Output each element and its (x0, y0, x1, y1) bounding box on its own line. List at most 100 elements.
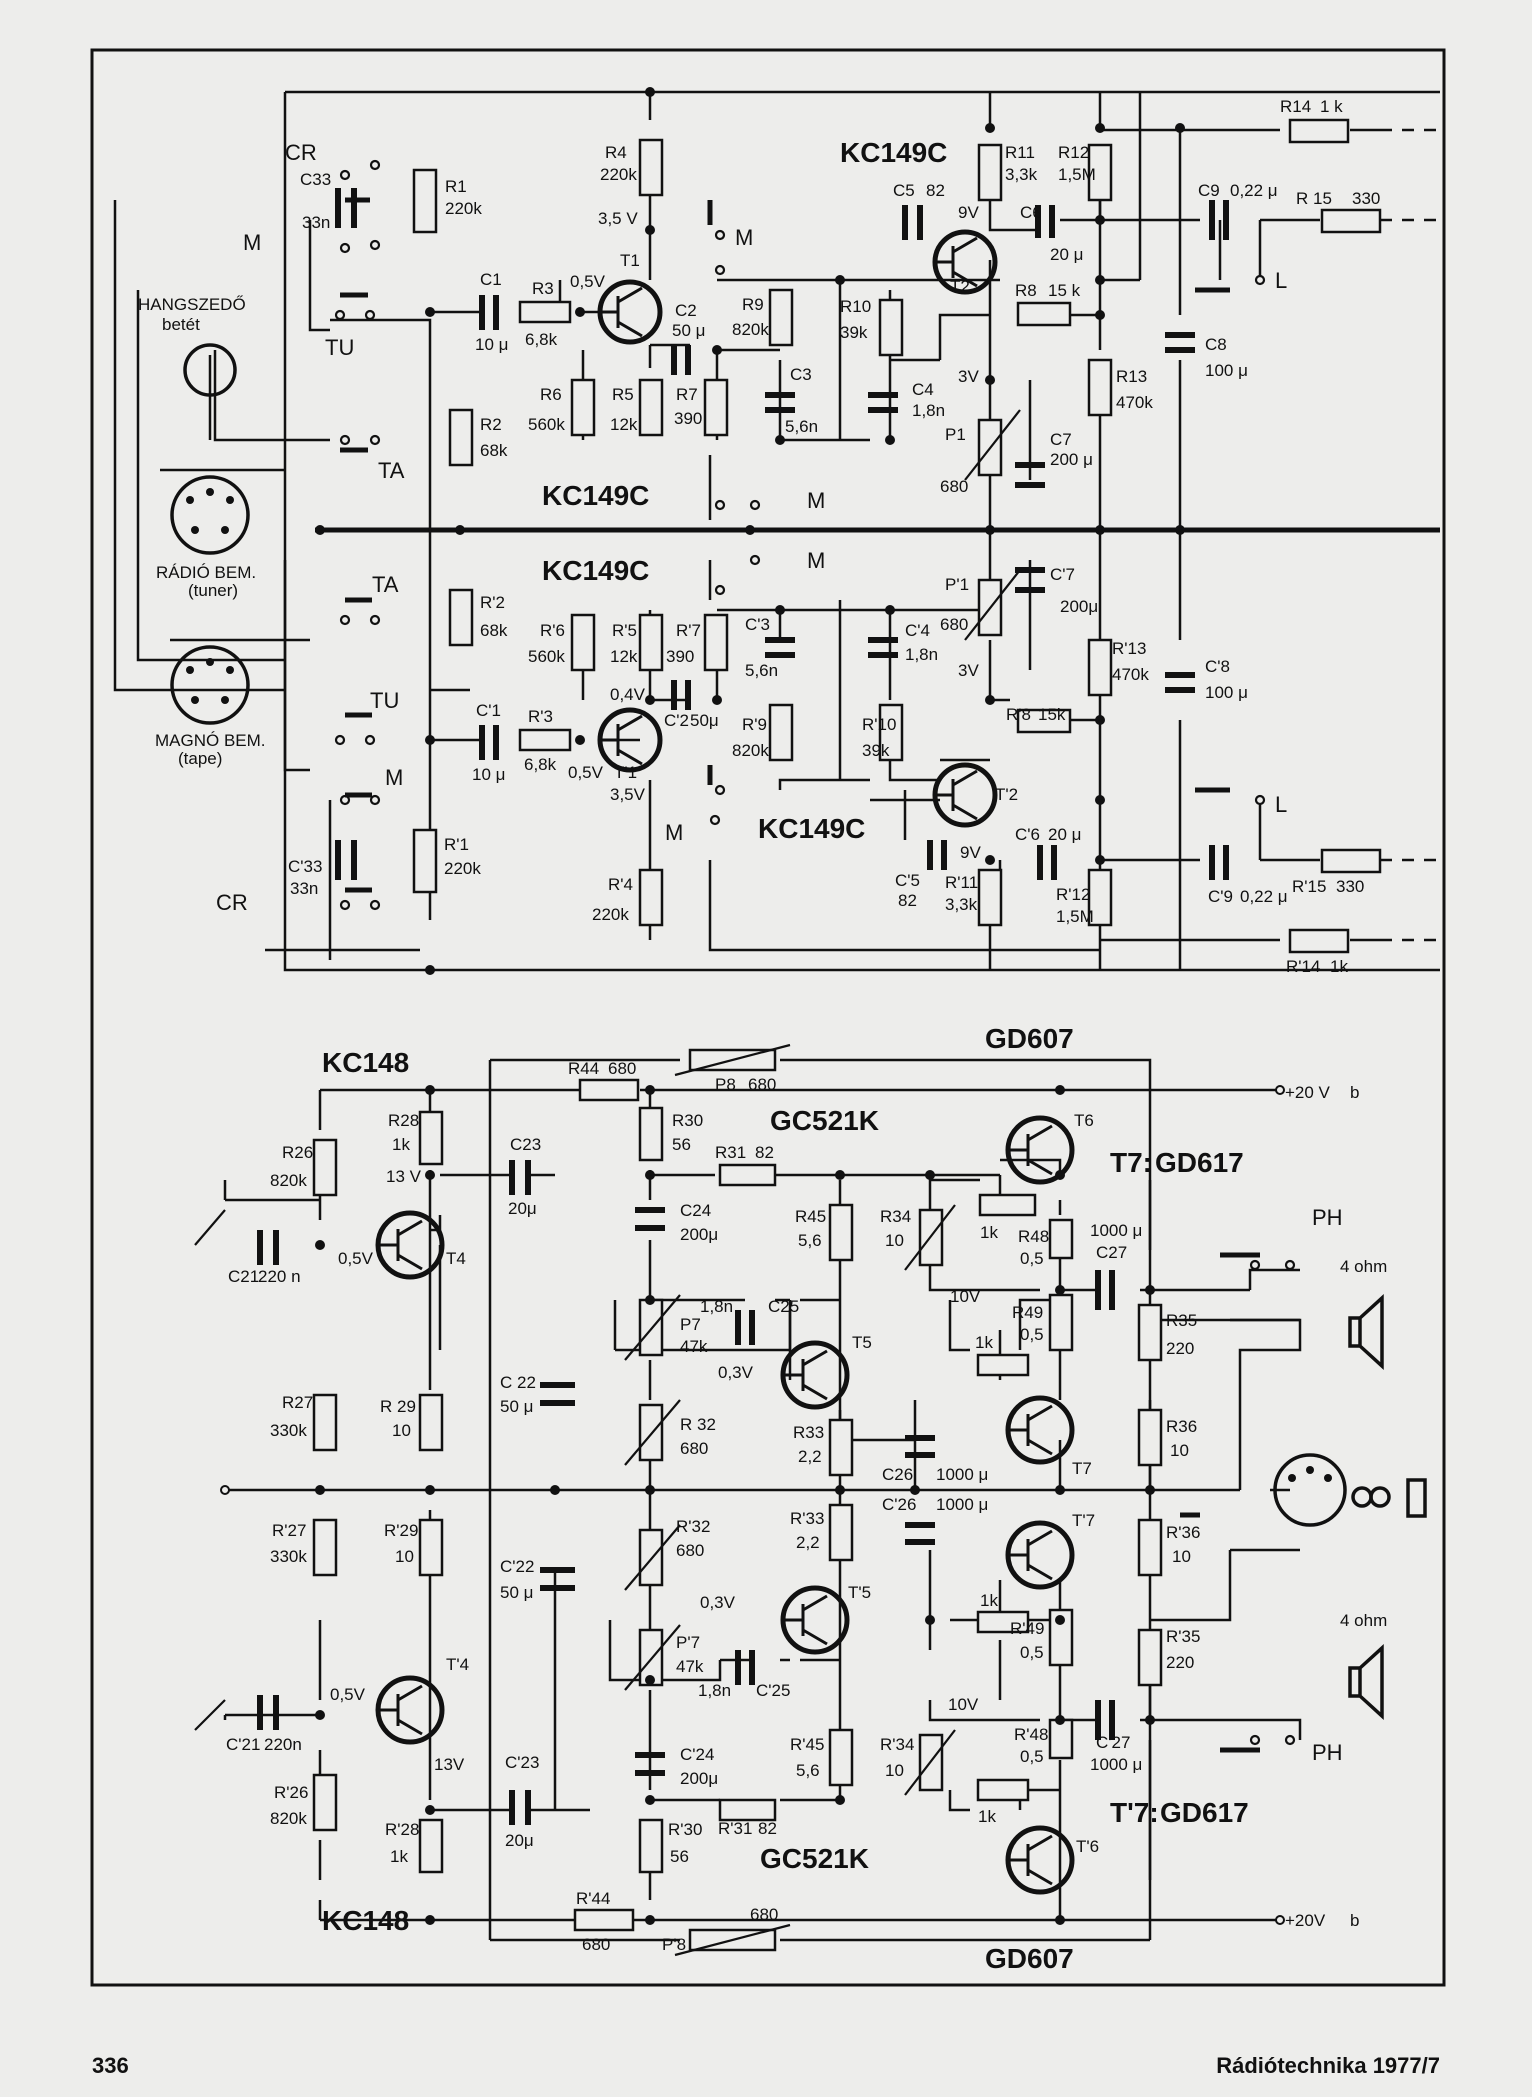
label-r10b-val: 39k (862, 741, 890, 760)
label-r28b-val: 1k (390, 1847, 408, 1866)
label-c1b: C'1 (476, 701, 501, 720)
resistor-r27 (312, 1393, 338, 1452)
capacitor-c23b (509, 1790, 531, 1825)
label-r5b-val: 12k (610, 647, 638, 666)
label-tuner: (tuner) (188, 581, 238, 600)
label-r44b: R'44 (576, 1889, 610, 1908)
label-m-b2: M (665, 820, 683, 845)
label-r34b: R'34 (880, 1735, 914, 1754)
label-c23b: C'23 (505, 1753, 539, 1772)
dashed-outputs (1380, 128, 1440, 942)
label-c25-1: 1,8n (700, 1297, 733, 1316)
label-r1-val: 220k (445, 199, 482, 218)
label-c2b: C'2 (664, 711, 689, 730)
label-t2b: T'2 (995, 785, 1018, 804)
capacitor-c24b (635, 1752, 665, 1776)
label-r33-val: 2,2 (798, 1447, 822, 1466)
label-c25b: C'25 (756, 1681, 790, 1700)
label-r34-val: 10 (885, 1231, 904, 1250)
label-l-top: L (1275, 268, 1287, 293)
label-t6: T6 (1074, 1111, 1094, 1130)
label-r31b-val: 82 (758, 1819, 777, 1838)
capacitor-c4b (868, 637, 898, 658)
label-r27-val: 330k (270, 1421, 307, 1440)
label-r13b-val: 470k (1112, 665, 1149, 684)
resistor-1k-d (976, 1778, 1030, 1802)
label-m-mid2: M (807, 548, 825, 573)
resistor-r49 (1048, 1293, 1074, 1352)
label-kc148-top: KC148 (322, 1047, 409, 1078)
resistor-r33 (828, 1418, 854, 1477)
capacitor-c26 (905, 1435, 935, 1458)
label-r3-val: 6,8k (525, 330, 558, 349)
capacitor-c22 (540, 1382, 575, 1406)
resistor-r4b (638, 868, 664, 927)
resistor-r9b (768, 703, 794, 762)
label-r29b-val: 10 (395, 1547, 414, 1566)
label-r49: R49 (1012, 1303, 1043, 1322)
label-kc149c-4: KC149C (758, 813, 865, 844)
label-r26b: R'26 (274, 1783, 308, 1802)
capacitor-c2b (671, 680, 691, 710)
resistor-r36b (1137, 1518, 1163, 1577)
label-r35b-val: 220 (1166, 1653, 1194, 1672)
label-r27b-val: 330k (270, 1547, 307, 1566)
label-r4b: R'4 (608, 875, 633, 894)
label-t2: T2 (950, 277, 970, 296)
label-v04: 0,4V (610, 685, 646, 704)
label-c24-val: 200μ (680, 1225, 718, 1244)
label-t7gd-b: T'7: (1110, 1797, 1159, 1828)
label-c8: C8 (1205, 335, 1227, 354)
resistor-r28b (418, 1818, 444, 1874)
capacitor-c27b (1095, 1700, 1115, 1740)
label-c23b-val: 20μ (505, 1831, 534, 1850)
label-r10: R10 (840, 297, 871, 316)
label-t6b: T'6 (1076, 1837, 1099, 1856)
capacitor-c4 (868, 392, 898, 413)
label-p1-val: 680 (940, 477, 968, 496)
label-m-b: M (385, 765, 403, 790)
capacitor-c1 (479, 295, 499, 330)
label-c33b-val: 33n (290, 879, 318, 898)
label-c8b: C'8 (1205, 657, 1230, 676)
resistor-r11b (977, 868, 1003, 927)
resistor-r6b (570, 613, 596, 672)
label-m-left: M (243, 230, 261, 255)
label-ph-b: PH (1312, 1740, 1343, 1765)
capacitor-c5b (927, 840, 947, 870)
capacitor-c24 (635, 1207, 665, 1231)
label-r32-val: 680 (680, 1439, 708, 1458)
resistor-r27b (312, 1518, 338, 1577)
label-c5: C5 (893, 181, 915, 200)
resistor-r32b (638, 1528, 664, 1587)
label-r44b-val: 680 (582, 1935, 610, 1954)
resistor-r5b (638, 613, 664, 672)
capacitor-c26b (905, 1522, 935, 1545)
label-r49b: R'49 (1010, 1619, 1044, 1638)
label-v35: 3,5 V (598, 209, 638, 228)
label-c6-top: C6 (1020, 203, 1042, 222)
label-c1b-val: 10 μ (472, 765, 505, 784)
label-cr-b: CR (216, 890, 248, 915)
label-v13: 13 V (386, 1167, 422, 1186)
diagram-frame (90, 48, 1446, 1987)
label-t5b: T'5 (848, 1583, 871, 1602)
resistor-r10 (878, 298, 904, 357)
label-r48b: R'48 (1014, 1725, 1048, 1744)
label-r5b: R'5 (612, 621, 637, 640)
label-kc149c-1: KC149C (840, 137, 947, 168)
label-l-b: L (1275, 792, 1287, 817)
label-r34b-val: 10 (885, 1761, 904, 1780)
label-r30b-val: 56 (670, 1847, 689, 1866)
label-t7: T7 (1072, 1459, 1092, 1478)
label-r3: R3 (532, 279, 554, 298)
label-v05-t4b: 0,5V (330, 1685, 366, 1704)
label-c7: C7 (1050, 430, 1072, 449)
label-r26: R26 (282, 1143, 313, 1162)
label-c24b: C'24 (680, 1745, 714, 1764)
terminals (220, 1085, 1285, 1925)
label-t7b: T'7 (1072, 1511, 1095, 1530)
resistor-r9 (768, 288, 794, 347)
label-b-b: b (1350, 1911, 1359, 1930)
label-b-top: b (1350, 1083, 1359, 1102)
